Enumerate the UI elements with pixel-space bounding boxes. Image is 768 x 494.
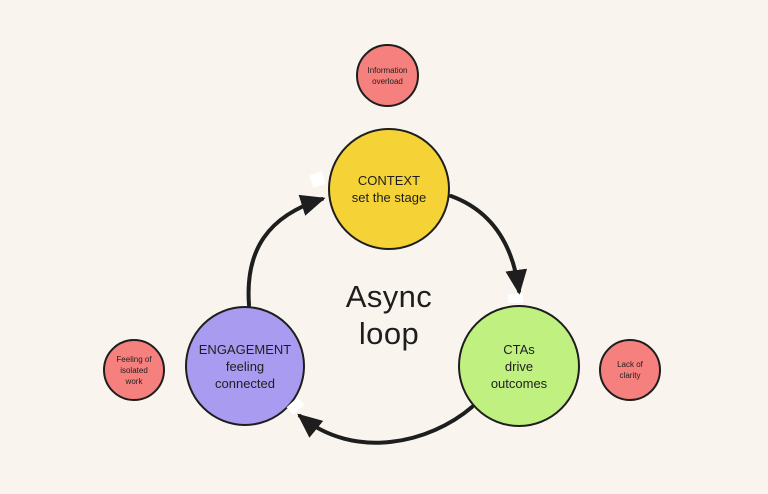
node-context[interactable]: CONTEXT set the stage [328, 128, 450, 250]
pain-point-lack-of-clarity-label: Lack of clarity [617, 360, 643, 380]
node-engagement[interactable]: ENGAGEMENT feeling connected [185, 306, 305, 426]
arrow-ctas-to-engagement[interactable] [297, 405, 474, 445]
pain-point-feeling-of-isolated-work-label: Feeling of isolated work [116, 354, 152, 386]
connector-endpoint-notch [508, 294, 523, 303]
pain-point-information-overload-label: Information overload [367, 65, 408, 86]
node-ctas[interactable]: CTAs drive outcomes [458, 305, 580, 427]
connector-endpoint-notch [309, 171, 326, 188]
pain-point-lack-of-clarity[interactable]: Lack of clarity [599, 339, 661, 401]
node-context-label: CONTEXT set the stage [351, 173, 427, 205]
center-title[interactable]: Async loop [345, 279, 433, 351]
arrow-context-to-ctas[interactable] [449, 194, 528, 295]
pain-point-information-overload[interactable]: Information overload [356, 44, 419, 107]
arrow-engagement-to-context[interactable] [246, 194, 326, 307]
pain-point-feeling-of-isolated-work[interactable]: Feeling of isolated work [103, 339, 165, 401]
node-engagement-label: ENGAGEMENT feeling connected [198, 341, 292, 391]
node-ctas-label: CTAs drive outcomes [490, 341, 548, 391]
